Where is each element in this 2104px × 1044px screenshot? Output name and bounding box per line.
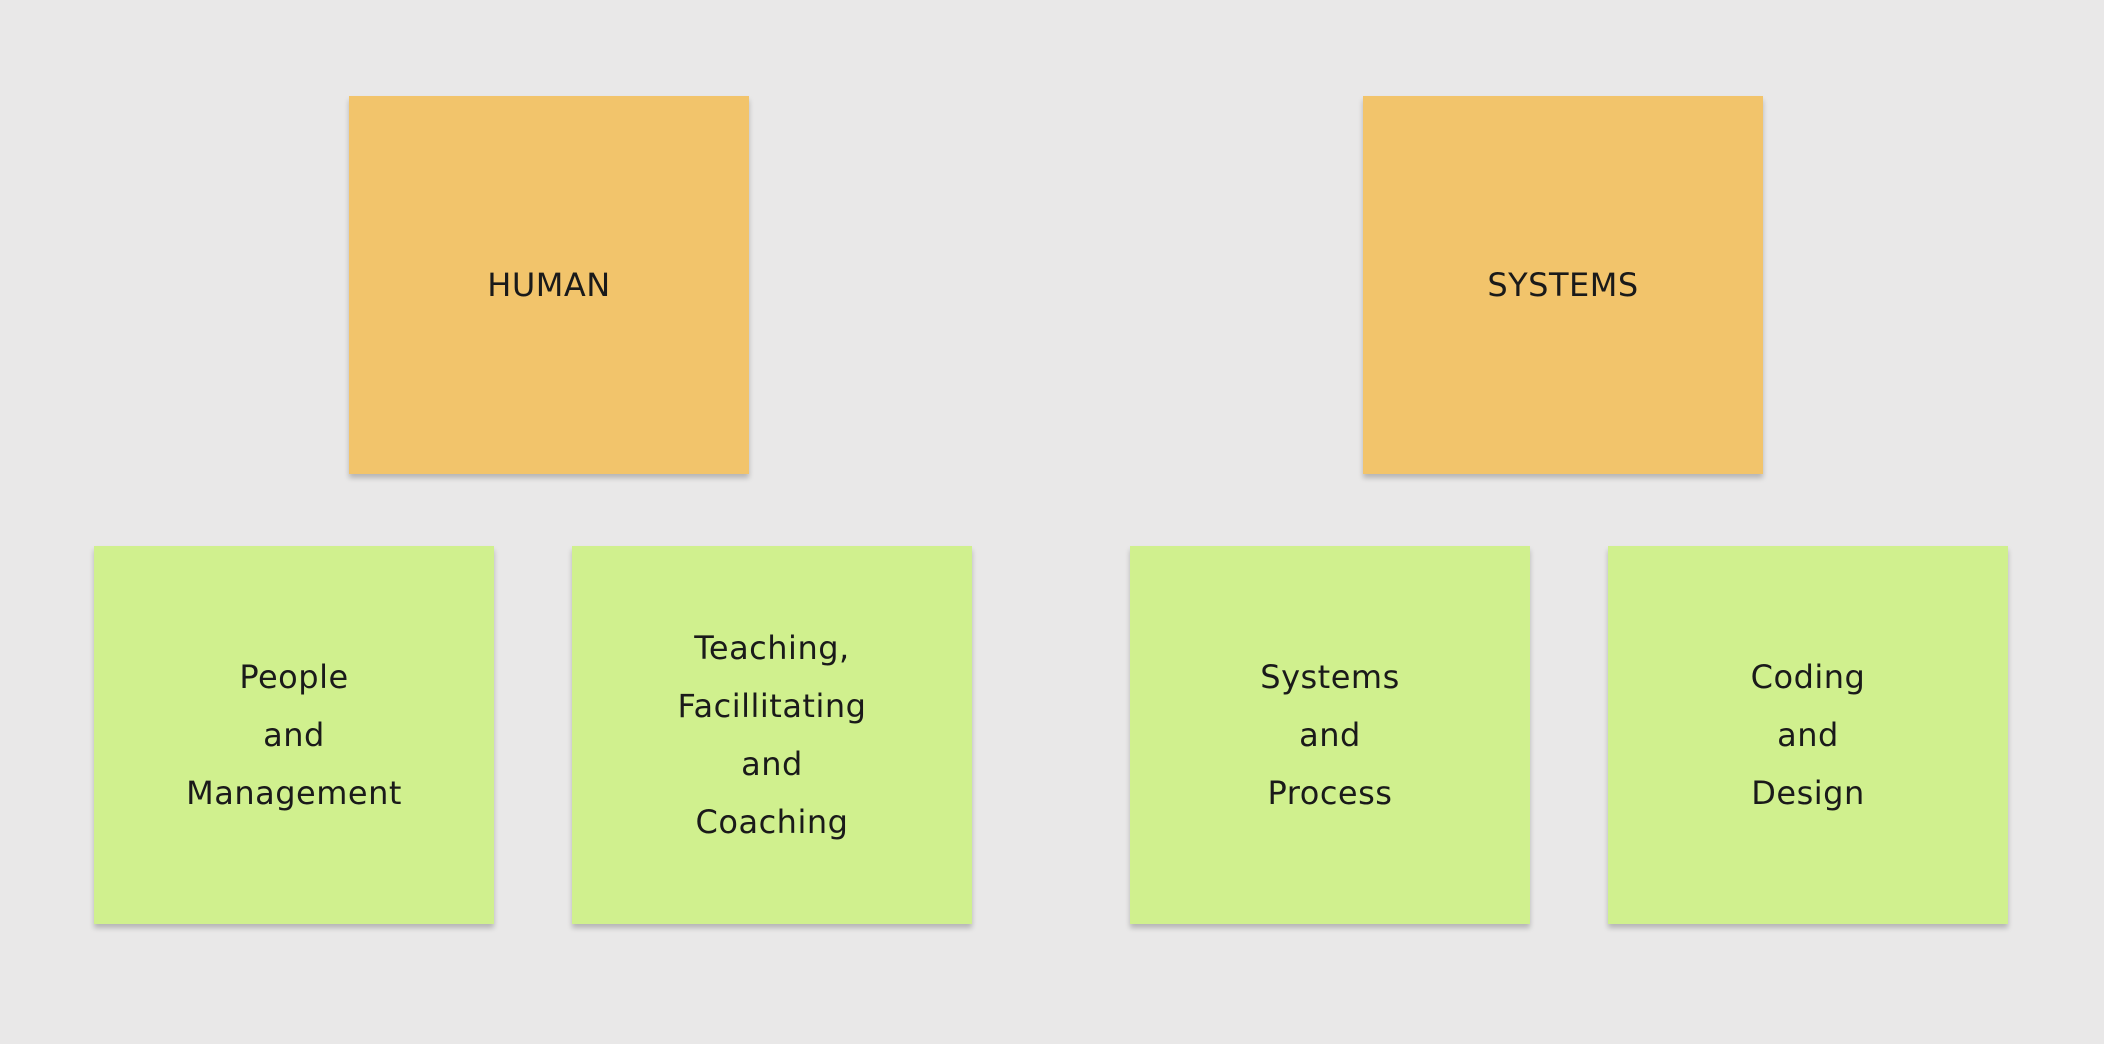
sticky-note-text: SYSTEMS — [1487, 266, 1639, 304]
sticky-note-people-management[interactable]: People and Management — [94, 546, 494, 924]
sticky-note-text: Coding and Design — [1750, 658, 1866, 812]
sticky-note-text: HUMAN — [487, 266, 611, 304]
sticky-note-teaching-coaching[interactable]: Teaching, Facillitating and Coaching — [572, 546, 972, 924]
sticky-note-text: Teaching, Facillitating and Coaching — [677, 629, 867, 841]
sticky-note-systems-process[interactable]: Systems and Process — [1130, 546, 1530, 924]
sticky-note-text: Systems and Process — [1260, 658, 1400, 812]
sticky-note-coding-design[interactable]: Coding and Design — [1608, 546, 2008, 924]
sticky-note-human[interactable]: HUMAN — [349, 96, 749, 474]
sticky-note-text: People and Management — [186, 658, 402, 812]
sticky-note-systems[interactable]: SYSTEMS — [1363, 96, 1763, 474]
